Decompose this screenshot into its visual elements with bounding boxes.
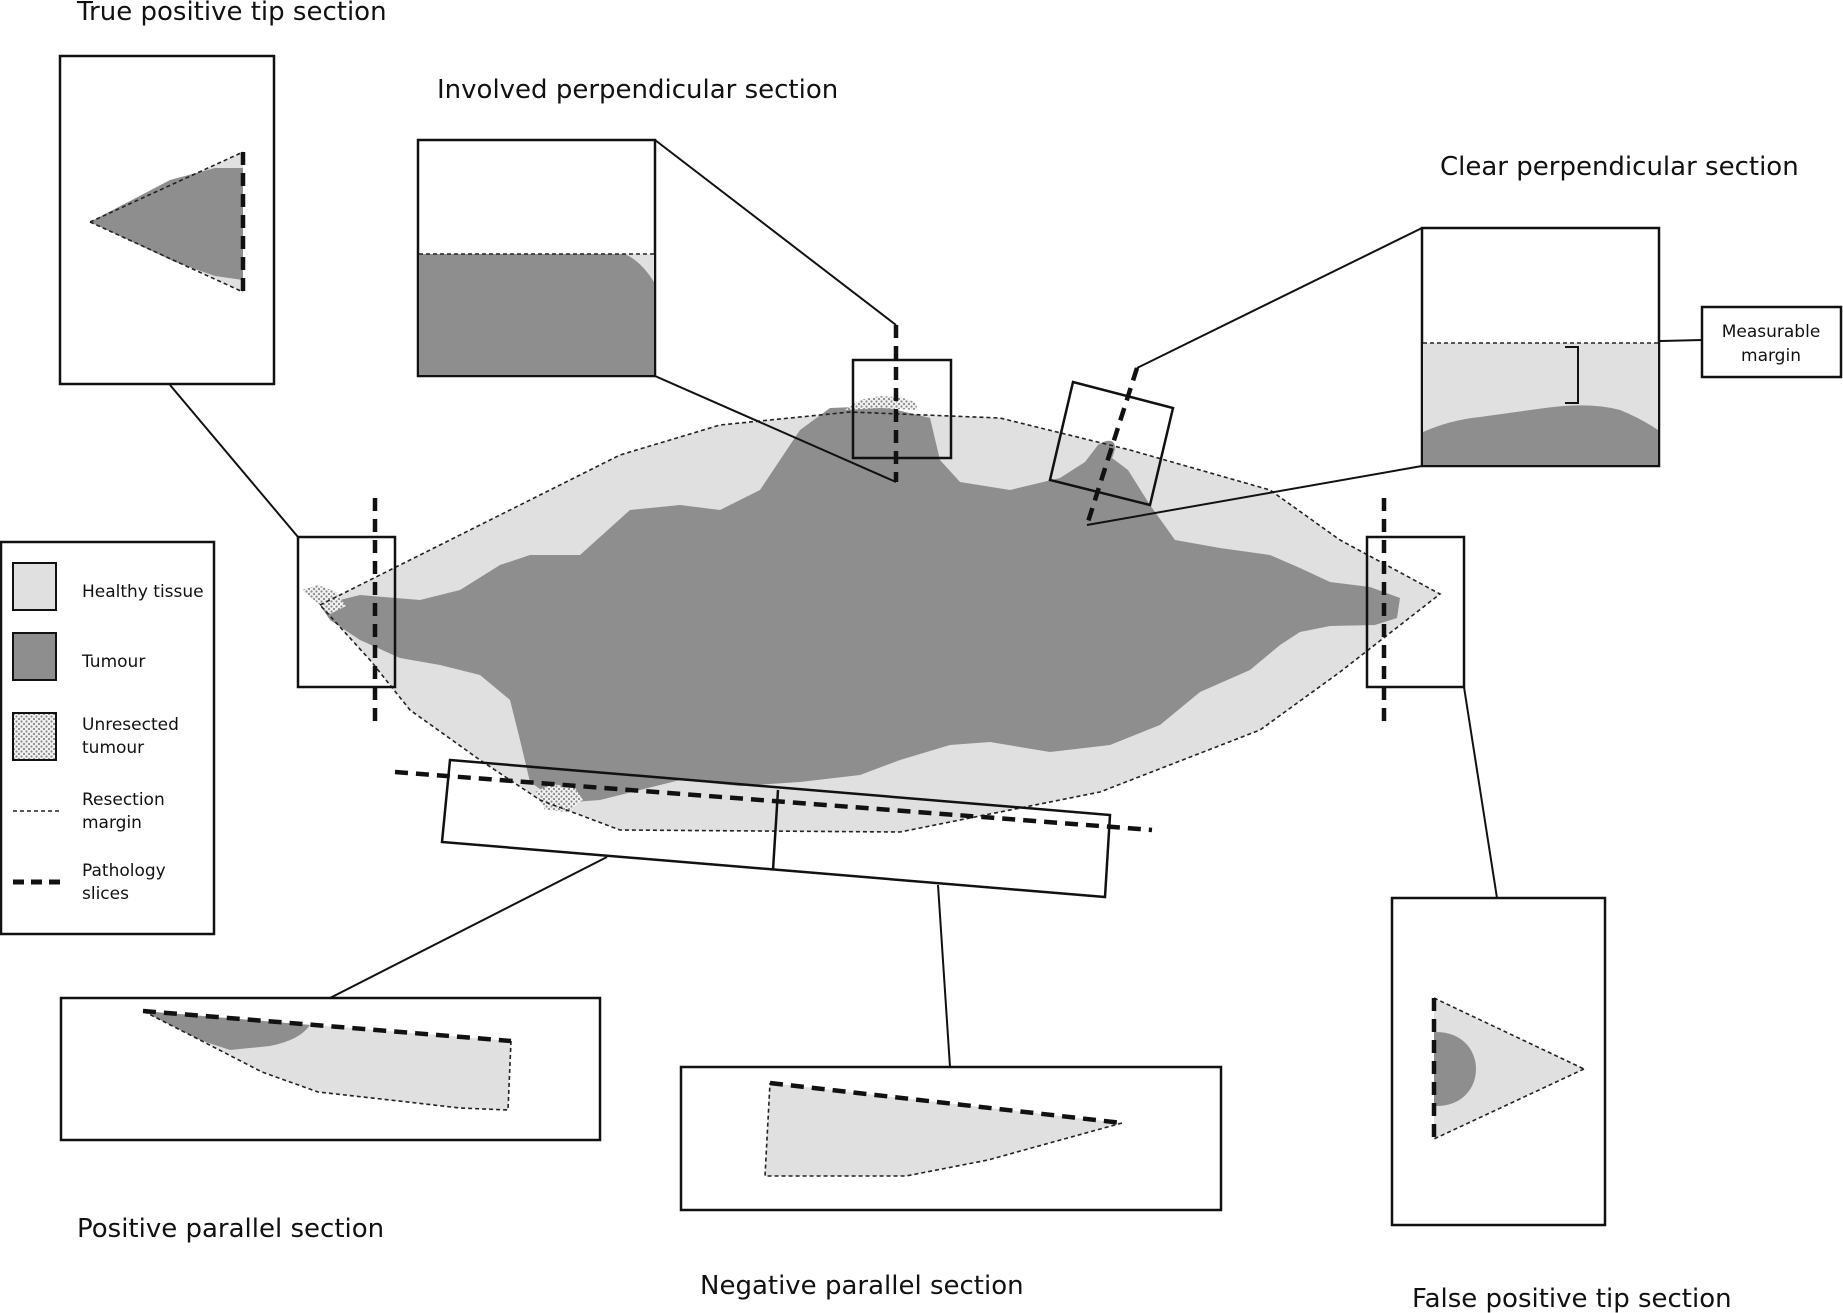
title-positive-parallel: Positive parallel section: [77, 1214, 384, 1244]
title-clear-perpendicular: Clear perpendicular section: [1440, 152, 1799, 182]
pathology-slice-bottom: [394, 769, 1153, 833]
locator-box-top-right: [1048, 380, 1175, 507]
leader-line: [654, 375, 897, 483]
leader-line: [1136, 227, 1423, 369]
locator-box-bottom: [440, 758, 1112, 899]
leader-line: [1463, 686, 1498, 899]
legend-label-healthy: Healthy tissue: [82, 582, 204, 602]
pathology-slice-top-right: [1084, 367, 1140, 526]
specimen: [302, 396, 1442, 833]
leader-line: [1086, 465, 1423, 526]
tumour-region: [1423, 405, 1658, 465]
unresected-tumour-top: [845, 396, 918, 410]
tumour-region: [419, 254, 654, 375]
inset-involved-perpendicular: [416, 138, 657, 378]
legend-label-unresected-line1: Unresected: [82, 715, 179, 735]
leader-line: [169, 384, 299, 538]
inset-positive-parallel: [59, 996, 602, 1142]
tumour-region: [143, 1011, 310, 1050]
measurable-margin-label-line1: Measurable: [1722, 322, 1821, 342]
leader-line: [329, 856, 608, 999]
tumour-region: [1434, 1031, 1476, 1107]
inset-false-positive-tip: [1390, 896, 1607, 1227]
title-false-positive-tip: False positive tip section: [1412, 1284, 1732, 1313]
legend-label-tumour: Tumour: [81, 652, 145, 672]
title-true-positive-tip: True positive tip section: [76, 0, 387, 27]
resection-margin-outline: [318, 411, 1442, 833]
legend-label-unresected-line2: tumour: [82, 738, 144, 758]
inset-negative-parallel: [679, 1065, 1223, 1212]
tumour-region: [1085, 440, 1115, 471]
unresected-tumour-tip: [302, 585, 346, 614]
measurable-margin-callout: [1700, 305, 1843, 379]
legend-swatch-tumour: [12, 632, 57, 681]
tumour-region: [320, 406, 1400, 803]
title-negative-parallel: Negative parallel section: [700, 1271, 1024, 1301]
locator-box-right-tip: [1365, 535, 1466, 689]
legend-label-margin-line1: Resection: [82, 790, 165, 810]
inset-true-positive-tip: [58, 54, 276, 386]
legend-swatch-healthy: [12, 562, 57, 611]
unresected-tumour-bottom: [535, 784, 583, 812]
healthy-tissue-region: [765, 1083, 1122, 1176]
resection-margin-line: [764, 1082, 1123, 1177]
leader-line: [937, 884, 951, 1068]
measurable-margin-bracket: [1565, 346, 1579, 404]
healthy-tissue-region: [1434, 998, 1584, 1139]
legend-swatch-unresected: [12, 712, 57, 761]
legend-label-margin-line2: margin: [82, 813, 142, 833]
resection-margin-line: [142, 1010, 512, 1111]
leader-line: [654, 139, 897, 326]
locator-box-top: [851, 358, 953, 460]
tumour-region: [90, 168, 243, 280]
legend: Healthy tissue Tumour Unresected tumour …: [0, 540, 216, 936]
resection-margin-line: [89, 221, 244, 293]
locator-box-left-tip: [296, 535, 397, 689]
resection-margin-line: [89, 151, 244, 223]
pathology-slice-line: [769, 1080, 1123, 1126]
title-involved-perpendicular: Involved perpendicular section: [437, 75, 838, 105]
legend-label-slices-line1: Pathology: [82, 861, 166, 881]
inset-clear-perpendicular: [1420, 226, 1661, 468]
measurable-margin-label-line2: margin: [1741, 346, 1801, 366]
legend-label-slices-line2: slices: [82, 884, 129, 904]
